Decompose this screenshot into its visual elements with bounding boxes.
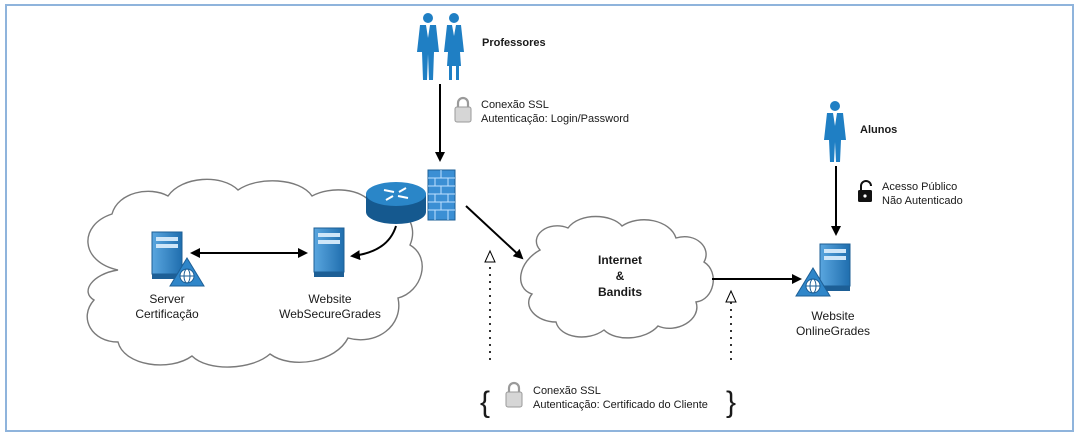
client-cert-line2: Autenticação: Certificado do Cliente: [533, 399, 708, 411]
secure-website-server-icon: [313, 227, 345, 277]
client-cert-line1: Conexão SSL: [533, 385, 601, 397]
padlock-open-icon: [858, 180, 872, 202]
padlock-closed-icon: [454, 96, 472, 123]
router-icon: [366, 182, 426, 224]
internet-line1: Internet: [598, 253, 642, 267]
router-to-secure-site-arrow: [350, 225, 397, 261]
open-arrowhead-right: [725, 289, 737, 303]
professor-female-icon: [444, 13, 464, 80]
professor-male-icon: [417, 13, 439, 80]
padlock-closed-icon: [505, 381, 523, 408]
secure-network-cloud: [86, 178, 423, 368]
public-site-line1: Website: [811, 309, 854, 323]
public-website-server-icon: [819, 243, 851, 291]
students-label: Alunos: [860, 124, 897, 136]
professor-connection-line2: Autenticação: Login/Password: [481, 113, 629, 125]
professors-label: Professores: [482, 37, 546, 49]
right-brace: }: [726, 386, 736, 419]
secure-site-line2: WebSecureGrades: [279, 307, 381, 321]
public-access-line2: Não Autenticado: [882, 195, 963, 207]
cert-server-line1: Server: [149, 292, 184, 306]
secure-site-line1: Website: [308, 292, 351, 306]
certificate-globe-icon: [169, 257, 205, 287]
professor-connection-line1: Conexão SSL: [481, 99, 549, 111]
certification-server-icon: [151, 231, 183, 279]
firewall-to-internet-arrow: [465, 205, 524, 260]
public-access-line1: Acesso Público: [882, 181, 957, 193]
student-icon: [824, 101, 846, 162]
diagram-frame: [5, 4, 1074, 432]
left-brace: {: [480, 386, 490, 419]
internet-line3: Bandits: [598, 285, 642, 299]
certificate-globe-icon: [795, 267, 831, 297]
internet-line2: &: [616, 269, 625, 283]
cert-server-line2: Certificação: [135, 307, 199, 321]
public-site-line2: OnlineGrades: [796, 324, 870, 338]
firewall-icon: [427, 169, 456, 221]
internet-cloud: [519, 215, 714, 339]
open-arrowhead-left: [484, 249, 496, 263]
